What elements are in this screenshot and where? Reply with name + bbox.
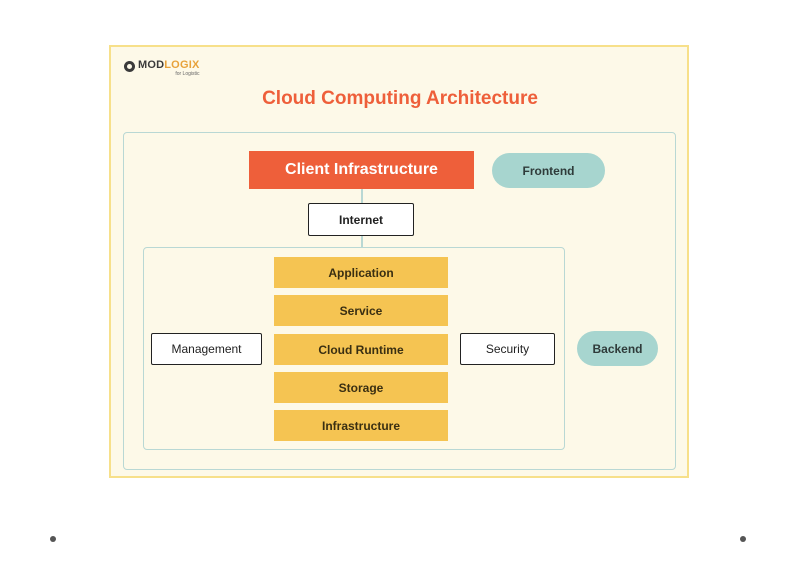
backend-frame xyxy=(143,247,565,450)
diagram-title: Cloud Computing Architecture xyxy=(262,88,538,109)
internet-box: Internet xyxy=(308,203,414,236)
client-infrastructure-box: Client Infrastructure xyxy=(249,151,474,189)
page-dot-right xyxy=(740,536,746,542)
logo-name-b: LOGIX xyxy=(164,59,200,71)
logo-name-a: MOD xyxy=(138,59,165,71)
backend-label: Backend xyxy=(577,331,658,366)
page-dot-left xyxy=(50,536,56,542)
layer-service: Service xyxy=(274,295,448,326)
layer-infrastructure: Infrastructure xyxy=(274,410,448,441)
layer-application: Application xyxy=(274,257,448,288)
connector-client-internet xyxy=(361,189,363,203)
layer-storage: Storage xyxy=(274,372,448,403)
logo: MODLOGIX for Logistic xyxy=(124,60,200,77)
frontend-label: Frontend xyxy=(492,153,605,188)
layer-cloud-runtime: Cloud Runtime xyxy=(274,334,448,365)
logo-mark-icon xyxy=(124,61,135,72)
logo-tagline: for Logistic xyxy=(175,71,200,77)
management-box: Management xyxy=(151,333,262,365)
connector-internet-backend xyxy=(361,236,363,247)
security-box: Security xyxy=(460,333,555,365)
